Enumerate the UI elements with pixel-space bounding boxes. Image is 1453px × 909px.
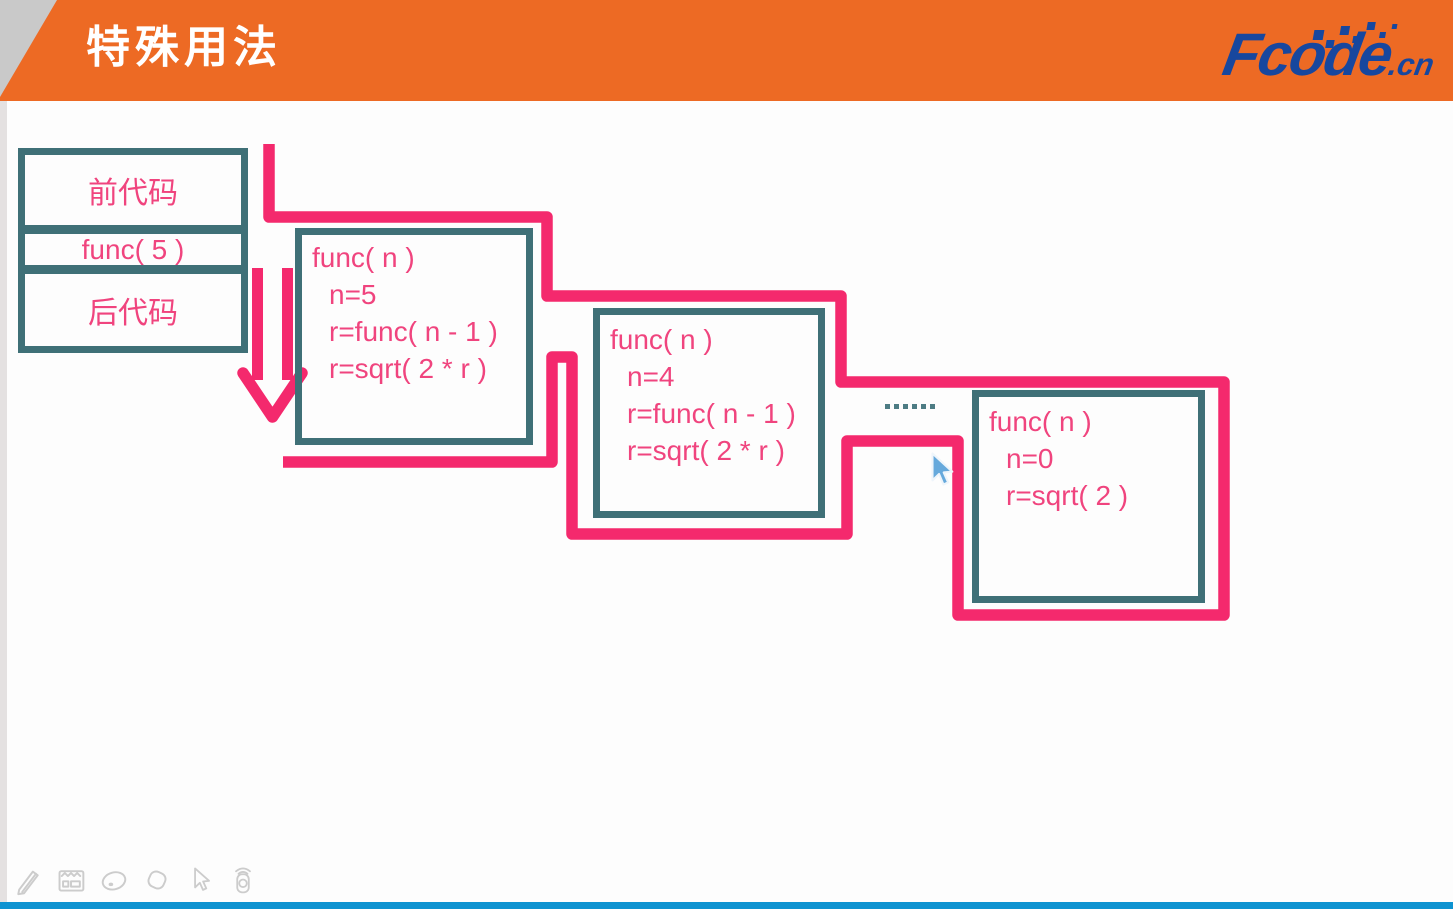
laser-pointer-icon[interactable] xyxy=(98,862,130,898)
page-title: 特殊用法 xyxy=(86,23,282,72)
slide-header: 特殊用法 Fcode.cn xyxy=(0,0,1453,101)
cursor-icon[interactable] xyxy=(184,862,216,898)
frame-code-line: func( n ) xyxy=(610,324,713,355)
cell-divider xyxy=(25,225,241,234)
frame-code-line: r=sqrt( 2 * r ) xyxy=(627,435,785,466)
frame-code-line: r=sqrt( 2 ) xyxy=(1006,480,1129,511)
logo-pixel-decoration xyxy=(1391,24,1397,29)
fcode-logo: Fcode.cn xyxy=(1217,20,1441,90)
call-frame-box-n0: func( n ) n=0 r=sqrt( 2 ) xyxy=(972,390,1205,603)
call-frame-box-n5: func( n ) n=5 r=func( n - 1 ) r=sqrt( 2 … xyxy=(295,228,533,445)
logo-text: Fcode xyxy=(1217,21,1397,88)
logo-pixel-decoration xyxy=(1365,22,1376,30)
logo-pixel-decoration xyxy=(1351,36,1360,43)
logo-pixel-decoration xyxy=(1378,32,1386,38)
cell-divider xyxy=(25,265,241,274)
frame-code-line: n=5 xyxy=(329,279,377,310)
frame-code-line: func( n ) xyxy=(989,406,1092,437)
logo-pixel-decoration xyxy=(1312,30,1324,40)
return-flow-arrow xyxy=(237,268,308,423)
annotation-panel-icon[interactable] xyxy=(55,862,87,898)
eraser-icon[interactable] xyxy=(141,862,173,898)
logo-pixel-decoration xyxy=(1324,40,1335,48)
logo-tld: .cn xyxy=(1385,47,1437,82)
frame-code-line: r=sqrt( 2 * r ) xyxy=(329,353,487,384)
frame-code-line: r=func( n - 1 ) xyxy=(627,398,796,429)
frame-code-line: n=0 xyxy=(1006,443,1054,474)
frame-code-line: func( n ) xyxy=(312,242,415,273)
frame-code-line: r=func( n - 1 ) xyxy=(329,316,498,347)
frame-code-line: n=4 xyxy=(627,361,675,392)
logo-pixel-decoration xyxy=(1339,26,1350,35)
pre-code-cell: 前代码 xyxy=(88,177,178,210)
func5-call-cell: func( 5 ) xyxy=(81,233,185,265)
pen-icon[interactable] xyxy=(12,862,44,898)
bottom-blue-bar xyxy=(0,902,1453,909)
mouse-cursor xyxy=(931,452,954,486)
call-frame-box-n4: func( n ) n=4 r=func( n - 1 ) r=sqrt( 2 … xyxy=(593,308,825,518)
post-code-cell: 后代码 xyxy=(88,297,178,330)
slide-left-edge xyxy=(0,101,7,902)
main-program-box: 前代码 func( 5 ) 后代码 xyxy=(18,148,248,353)
annotation-toolbar xyxy=(12,862,259,898)
ellipsis-dots xyxy=(885,404,935,409)
presenter-remote-icon[interactable] xyxy=(227,862,259,898)
corner-decoration xyxy=(0,0,57,97)
